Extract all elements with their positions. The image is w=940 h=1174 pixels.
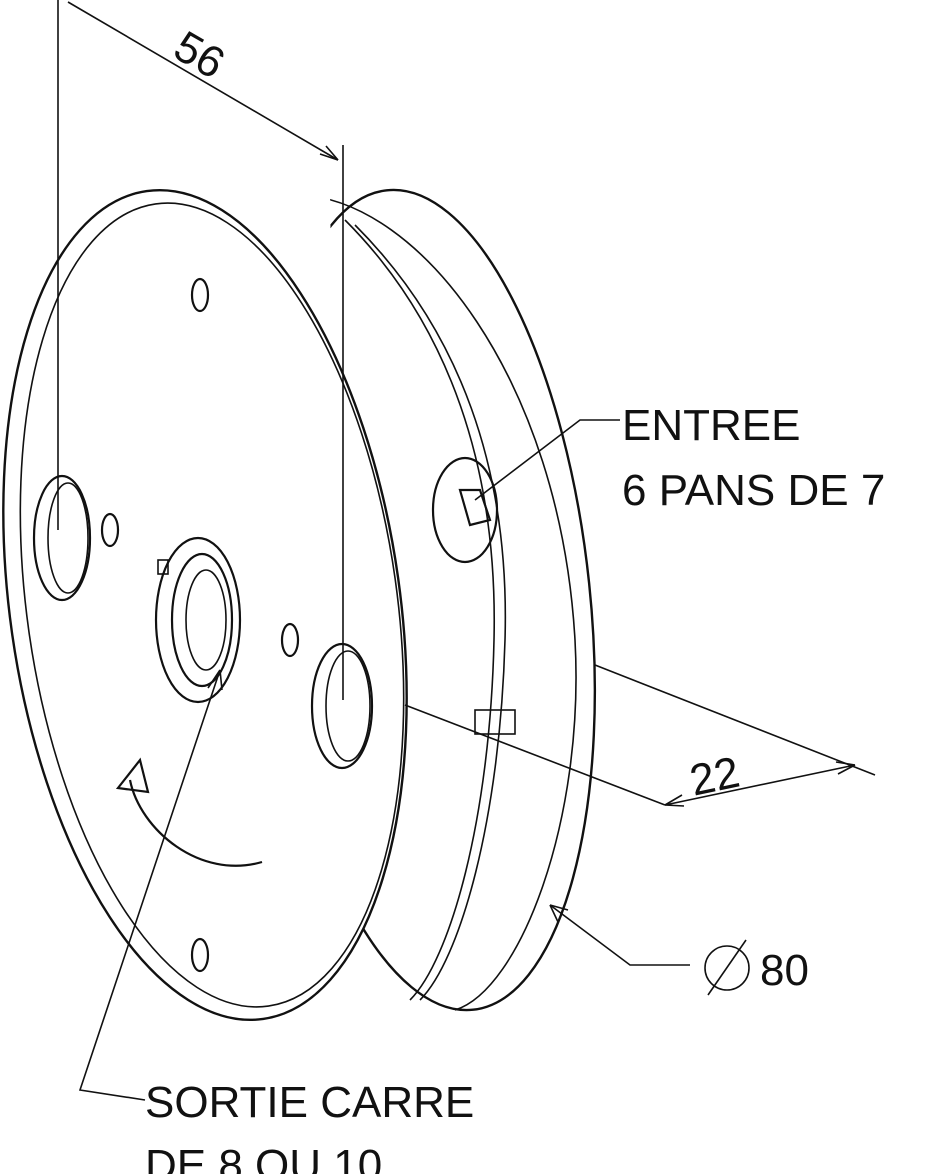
output-square-boss: [154, 536, 242, 704]
front-face: [2, 188, 408, 1022]
dimension-22: 22: [404, 664, 876, 807]
output-label-line1: SORTIE CARRE: [145, 1078, 474, 1127]
input-label-line2: 6 PANS DE 7: [622, 466, 885, 515]
dimension-22-label: 22: [686, 748, 744, 806]
input-hex: [431, 456, 516, 735]
dimension-56-label: 56: [166, 22, 233, 89]
input-label-line1: ENTREE: [622, 401, 800, 450]
rotation-arrow-icon: [115, 757, 263, 867]
output-label-line2: DE 8 OU 10: [145, 1141, 382, 1174]
dimension-diameter: 80: [549, 904, 809, 996]
diameter-label: 80: [760, 946, 809, 995]
output-leader: SORTIE CARRE DE 8 OU 10: [78, 669, 474, 1174]
input-leader: ENTREE 6 PANS DE 7: [474, 401, 885, 515]
mounting-holes: [32, 277, 374, 973]
